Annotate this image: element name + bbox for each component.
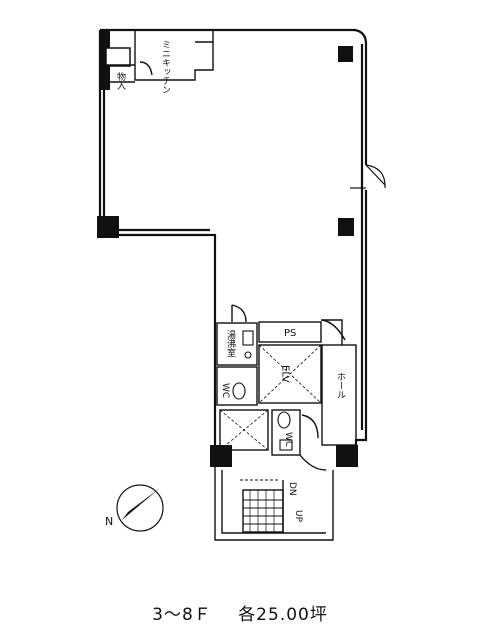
up-label: UP: [293, 510, 303, 523]
hall-label: ホール: [335, 372, 346, 399]
ps-label: PS: [284, 328, 296, 339]
floor-area: 各25.00坪: [238, 605, 328, 625]
hot-water-label: 湯沸室: [225, 330, 236, 357]
door-swing-icon: [350, 164, 386, 189]
core-walls: [216, 304, 357, 471]
floor-caption: 3〜8Ｆ 各25.00坪: [0, 600, 480, 625]
kitchen-label: ミニキッチン: [160, 40, 171, 94]
kitchen-area: [104, 30, 214, 83]
wc-right-label: WC: [283, 432, 293, 447]
elv-label: ELV: [280, 365, 291, 383]
dn-label: DN: [287, 482, 297, 496]
columns: [97, 30, 358, 467]
sink-icon: [242, 330, 293, 451]
storage-label: 物入: [115, 71, 126, 90]
toilet-icon: [232, 382, 291, 429]
wc-left-label: WC: [220, 383, 230, 398]
stairs: [214, 467, 334, 541]
north-label: N: [105, 515, 113, 528]
north-arrow-icon: N: [105, 484, 164, 532]
outer-walls: [98, 28, 368, 467]
floor-range: 3〜8Ｆ: [152, 605, 212, 625]
